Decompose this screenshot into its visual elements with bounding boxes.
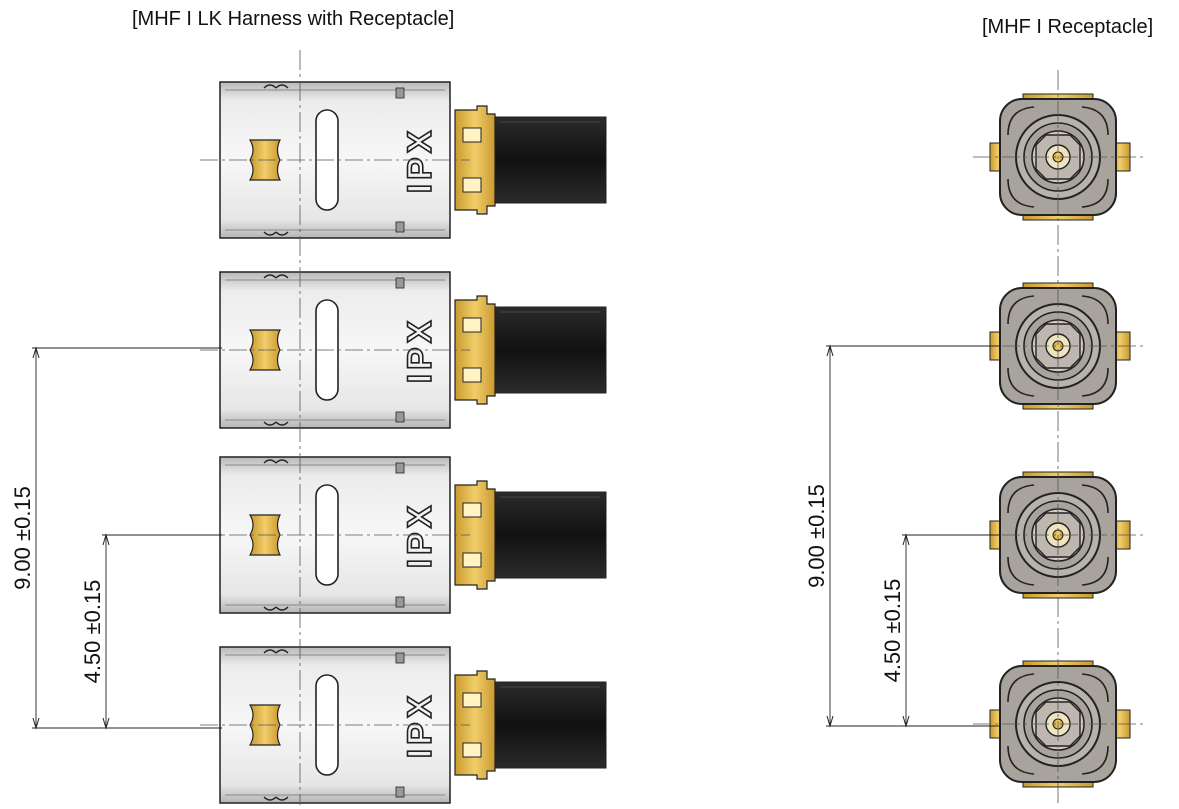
receptacle-section-title: [MHF I Receptacle]: [982, 16, 1154, 38]
arrow-head: [902, 715, 910, 728]
dimension-annotations: 9.00 ±0.154.50 ±0.159.00 ±0.154.50 ±0.15: [10, 344, 1000, 730]
arrow-head: [32, 346, 40, 359]
dimension-tolerance: ±0.15: [80, 580, 105, 635]
dimension-tolerance: ±0.15: [880, 579, 905, 634]
receptacle: [973, 282, 1143, 410]
dimension-tolerance: ±0.15: [10, 486, 35, 541]
dimension-label: 4.50 ±0.15: [880, 579, 905, 683]
arrow-head: [102, 533, 110, 546]
arrow-head: [902, 533, 910, 546]
cable-jacket: [492, 681, 607, 769]
dimension-label: 4.50 ±0.15: [80, 580, 105, 684]
dimension-value: 9.00: [804, 539, 829, 588]
harness-connector: IPX: [200, 271, 607, 429]
harness-connector: IPX: [200, 456, 607, 614]
dimension-label: 9.00 ±0.15: [804, 484, 829, 588]
harness-section-title: [MHF I LK Harness with Receptacle]: [132, 8, 455, 30]
harness-pitch-4.5: 4.50 ±0.15: [80, 533, 222, 730]
harness-connector: IPX: [200, 646, 607, 804]
dimension-value: 4.50: [80, 634, 105, 683]
dimension-label: 9.00 ±0.15: [10, 486, 35, 590]
arrow-head: [102, 717, 110, 730]
receptacle-pitch-9: 9.00 ±0.15: [804, 344, 1000, 728]
harness-connectors: IPX IPX IPX IPX: [200, 50, 607, 805]
dimension-value: 9.00: [10, 541, 35, 590]
cable-jacket: [492, 116, 607, 204]
cable-jacket: [492, 491, 607, 579]
cable-jacket: [492, 306, 607, 394]
receptacles: [973, 70, 1143, 805]
harness-connector: IPX: [200, 81, 607, 239]
arrow-head: [826, 715, 834, 728]
dimension-tolerance: ±0.15: [804, 484, 829, 539]
receptacle-pitch-4.5: 4.50 ±0.15: [880, 533, 1000, 728]
dimension-value: 4.50: [880, 633, 905, 682]
arrow-head: [32, 717, 40, 730]
arrow-head: [826, 344, 834, 357]
harness-pitch-9: 9.00 ±0.15: [10, 346, 222, 730]
